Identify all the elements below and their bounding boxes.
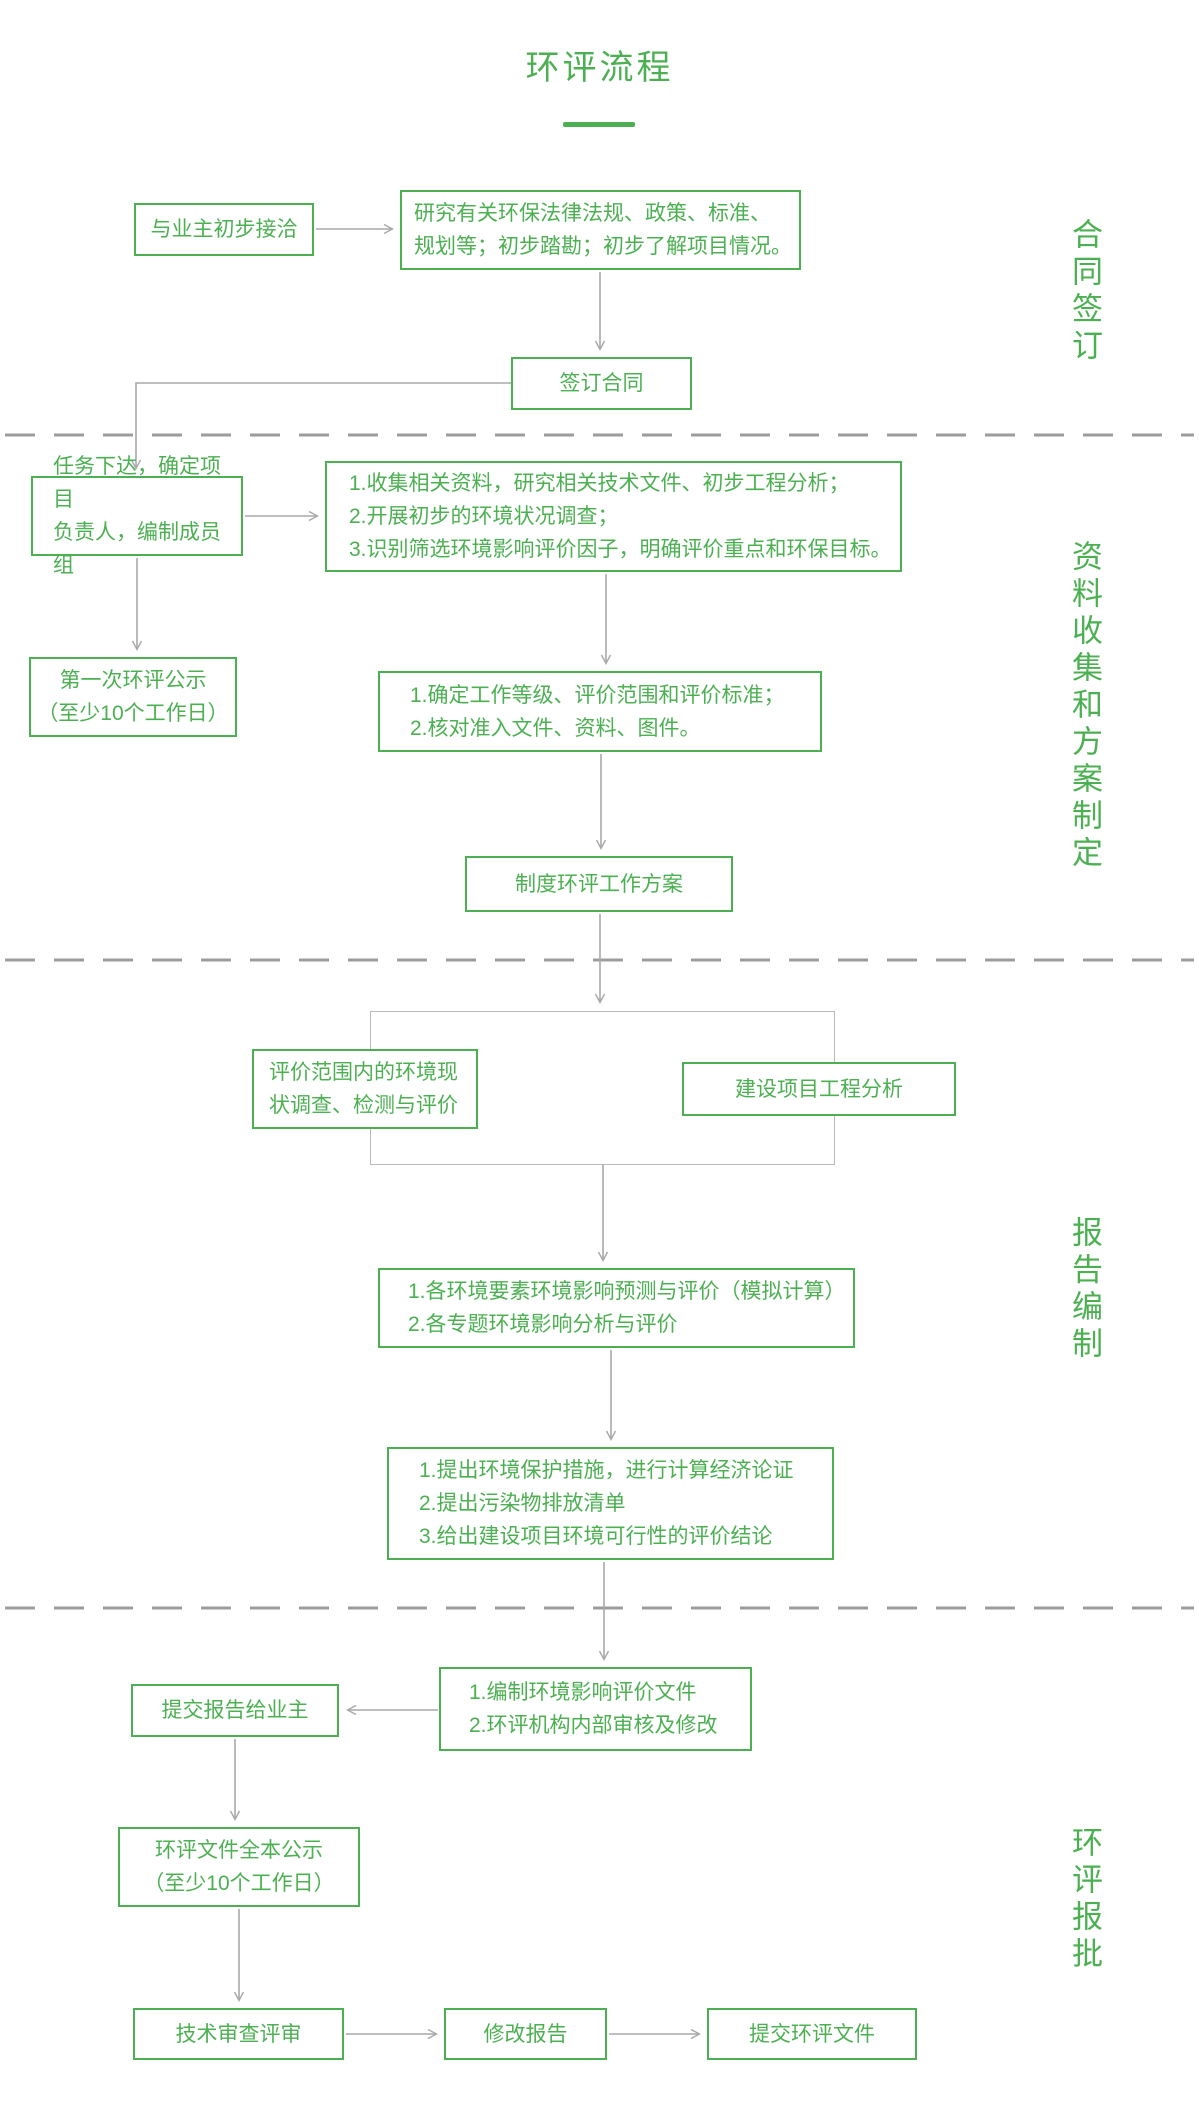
box-line: 2.提出污染物排放清单	[419, 1492, 626, 1515]
box-line: 1.编制环境影响评价文件	[469, 1681, 697, 1704]
box-line: 建设项目工程分析	[735, 1077, 903, 1101]
section-label-contract-signing: 合同签订	[1067, 218, 1102, 366]
box-line: 制度环评工作方案	[515, 872, 683, 896]
section-label-report-compilation: 报告编制	[1067, 1216, 1102, 1364]
box-line: 3.给出建设项目环境可行性的评价结论	[419, 1525, 773, 1548]
box-line: 3.识别筛选环境影响评价因子，明确评价重点和环保目标。	[349, 538, 892, 561]
box-line: （至少10个工作日）	[37, 702, 229, 725]
box-line: 1.提出环境保护措施，进行计算经济论证	[419, 1459, 794, 1482]
box-first-publicity: 第一次环评公示 （至少10个工作日）	[29, 657, 237, 737]
box-submit-owner: 提交报告给业主	[131, 1684, 339, 1737]
box-project-analysis: 建设项目工程分析	[682, 1062, 956, 1116]
box-line: 修改报告	[483, 2022, 568, 2046]
page-title: 环评流程	[525, 49, 674, 87]
box-line: 2.环评机构内部审核及修改	[469, 1714, 718, 1737]
box-line: 1.收集相关资料，研究相关技术文件、初步工程分析；	[349, 472, 850, 495]
box-line: 环评文件全本公示	[155, 1839, 323, 1862]
box-line: 2.开展初步的环境状况调查；	[349, 505, 619, 528]
box-line: 负责人，编制成员组	[53, 521, 221, 577]
box-line: 第一次环评公示	[59, 669, 207, 692]
box-line: 评价范围内的环境现	[269, 1061, 458, 1084]
box-impact-predict: 1.各环境要素环境影响预测与评价（模拟计算） 2.各专题环境影响分析与评价	[378, 1268, 855, 1348]
box-line: （至少10个工作日）	[143, 1872, 335, 1895]
box-task-assign: 任务下达，确定项目 负责人，编制成员组	[31, 455, 243, 577]
box-line: 状调查、检测与评价	[269, 1094, 458, 1117]
box-research-laws: 研究有关环保法律法规、政策、标准、 规划等；初步踏勘；初步了解项目情况。	[400, 190, 801, 270]
box-owner-contact: 与业主初步接洽	[134, 203, 314, 256]
box-sign-contract: 签订合同	[511, 357, 692, 410]
box-line: 2.各专题环境影响分析与评价	[408, 1313, 678, 1336]
box-line: 技术审查评审	[175, 2022, 302, 2046]
title-underline	[563, 122, 635, 127]
box-line: 提交报告给业主	[161, 1699, 309, 1722]
box-line: 与业主初步接洽	[150, 218, 298, 241]
section-label-data-collection: 资料收集和方案制定	[1067, 540, 1102, 873]
box-submit-eia: 提交环评文件	[707, 2008, 917, 2060]
section-label-eia-approval: 环评报批	[1067, 1826, 1102, 1974]
box-line: 1.各环境要素环境影响预测与评价（模拟计算）	[408, 1280, 846, 1303]
box-line: 1.确定工作等级、评价范围和评价标准；	[410, 683, 785, 707]
box-line: 2.核对准入文件、资料、图件。	[410, 716, 701, 740]
box-work-plan: 制度环评工作方案	[465, 856, 733, 912]
box-collect-info: 1.收集相关资料，研究相关技术文件、初步工程分析； 2.开展初步的环境状况调查；…	[325, 461, 902, 572]
box-protection-measures: 1.提出环境保护措施，进行计算经济论证 2.提出污染物排放清单 3.给出建设项目…	[387, 1447, 834, 1560]
box-line: 签订合同	[559, 372, 644, 395]
box-env-survey: 评价范围内的环境现 状调查、检测与评价	[252, 1049, 478, 1129]
box-tech-review: 技术审查评审	[133, 2008, 344, 2060]
box-determine-level: 1.确定工作等级、评价范围和评价标准； 2.核对准入文件、资料、图件。	[378, 671, 822, 752]
box-compile-report: 1.编制环境影响评价文件 2.环评机构内部审核及修改	[439, 1667, 752, 1751]
box-full-publicity: 环评文件全本公示 （至少10个工作日）	[118, 1827, 360, 1907]
box-line: 提交环评文件	[749, 2022, 875, 2046]
box-line: 规划等；初步踏勘；初步了解项目情况。	[414, 235, 792, 258]
box-line: 研究有关环保法律法规、政策、标准、	[414, 202, 771, 225]
box-line: 任务下达，确定项目	[53, 455, 221, 511]
box-revise-report: 修改报告	[444, 2008, 607, 2060]
